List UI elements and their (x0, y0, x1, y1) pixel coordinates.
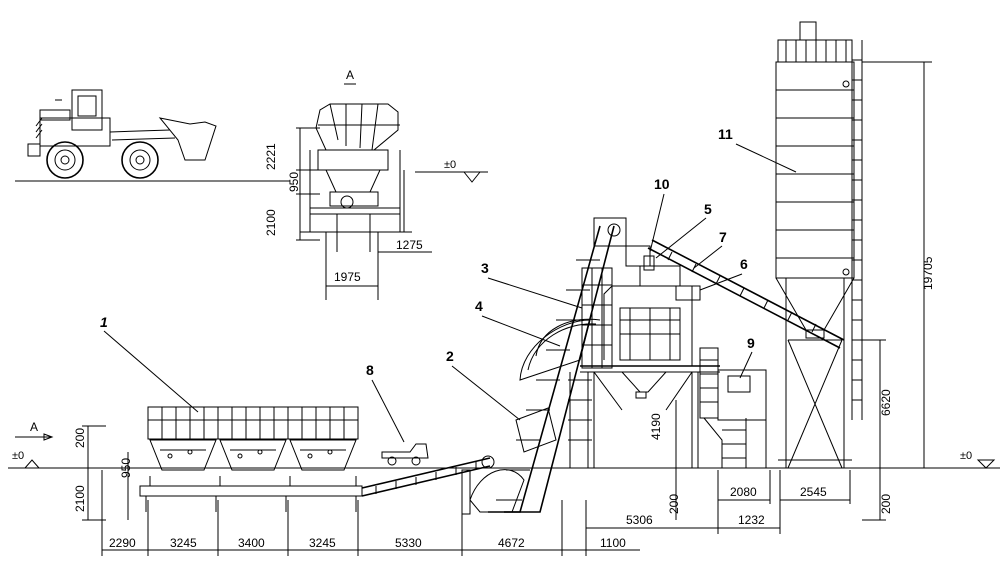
callout-10: 10 (654, 176, 670, 192)
section-marker-label: A (30, 420, 38, 434)
dim-vert-950: 950 (119, 458, 133, 478)
dim-vert-19705: 19705 (921, 256, 935, 290)
dim-side-2100: 2100 (264, 209, 278, 236)
dim-lower-2545: 2545 (800, 485, 827, 499)
callout-8: 8 (366, 362, 374, 378)
section-title: A (346, 68, 354, 82)
dim-vert-2100: 2100 (73, 485, 87, 512)
callout-9: 9 (747, 335, 755, 351)
level-mark-top: ±0 (444, 159, 456, 171)
callout-1: 1 (100, 314, 108, 330)
dim-bottom-2290: 2290 (109, 536, 136, 550)
vertical-dimensions: 200 950 2100 4190 200 6620 200 19705 (73, 61, 935, 521)
hopper-section-view: A ±0 2221 950 2100 1275 19 (264, 68, 488, 300)
level-mark-right: ±0 (960, 450, 972, 462)
additive-unit (699, 347, 767, 468)
callout-11: 11 (718, 126, 733, 142)
dim-bottom-1100: 1100 (600, 536, 626, 550)
screw-conveyor (643, 239, 845, 349)
callout-5: 5 (704, 201, 712, 217)
dim-vert-200-left: 200 (73, 428, 87, 448)
cement-silo (775, 21, 863, 469)
callout-3: 3 (481, 260, 489, 276)
dim-bottom-4672: 4672 (498, 536, 525, 550)
wheel-loader (27, 89, 217, 179)
dim-bottom-3400: 3400 (238, 536, 265, 550)
inclined-belt-conveyor (361, 455, 495, 515)
callout-2: 2 (446, 348, 454, 364)
dim-lower-2080: 2080 (730, 485, 757, 499)
aggregate-bins (139, 406, 363, 512)
section-marker: A ±0 (12, 420, 54, 469)
mixing-tower (568, 245, 720, 468)
dim-side-2221: 2221 (264, 143, 278, 170)
skip-hoist (469, 217, 627, 513)
dim-side-1275: 1275 (396, 238, 423, 252)
dim-vert-200-right: 200 (879, 494, 893, 514)
callout-6: 6 (740, 256, 748, 272)
level-mark-left: ±0 (12, 450, 24, 462)
dim-side-950: 950 (287, 172, 301, 192)
callouts: 1 2 3 4 5 6 7 8 9 10 11 (100, 126, 797, 443)
dim-vert-4190: 4190 (649, 413, 663, 440)
dim-vert-200-mid: 200 (667, 494, 681, 514)
feeder-car (381, 443, 429, 466)
dim-bottom-3245b: 3245 (309, 536, 336, 550)
dim-lower-5306: 5306 (626, 513, 653, 527)
dim-vert-6620: 6620 (879, 389, 893, 416)
callout-4: 4 (475, 298, 483, 314)
dim-side-1975: 1975 (334, 270, 361, 284)
bottom-dimensions: 2290 3245 3400 3245 5330 4672 1100 (101, 470, 640, 556)
lower-mid-dimensions: 5306 1232 2080 2545 (585, 470, 851, 534)
callout-7: 7 (719, 229, 727, 245)
dim-bottom-3245a: 3245 (170, 536, 197, 550)
dim-bottom-5330: 5330 (395, 536, 422, 550)
dim-lower-1232: 1232 (738, 513, 765, 527)
